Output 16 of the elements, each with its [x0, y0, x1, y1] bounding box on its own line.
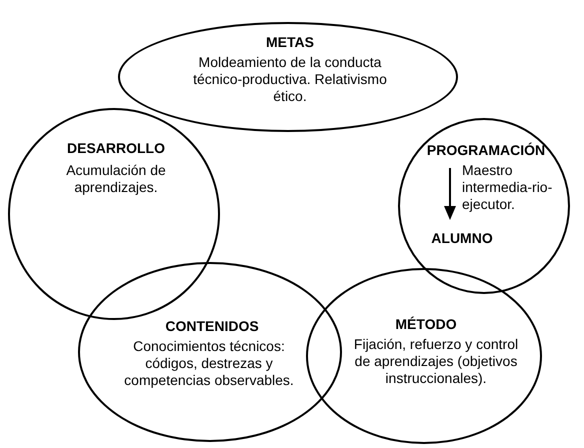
node-text: Maestro intermedia-rio-ejecutor. — [462, 162, 554, 213]
node-text: Conocimientos técnicos: códigos, destrezas y competencias observables. — [123, 338, 295, 389]
node-text: Fijación, refuerzo y control de aprendizajes (objetivos instruccionales). — [352, 336, 520, 387]
node-heading: DESARROLLO — [66, 140, 166, 157]
node-heading: PROGRAMACIÓN — [426, 142, 546, 159]
node-text: Acumulación de aprendizajes. — [65, 162, 167, 196]
node-heading: CONTENIDOS — [164, 318, 260, 335]
ellipse-node — [118, 22, 458, 132]
ellipse-node — [398, 118, 570, 294]
ellipse-node — [306, 268, 542, 444]
ellipse-node — [8, 108, 220, 320]
node-text: Moldeamiento de la conducta técnico-productiva. Relativismo ético. — [192, 54, 388, 105]
ellipse-node — [78, 262, 342, 442]
node-heading: METAS — [265, 34, 315, 51]
node-heading: ALUMNO — [430, 230, 494, 247]
node-heading: MÉTODO — [394, 316, 458, 333]
